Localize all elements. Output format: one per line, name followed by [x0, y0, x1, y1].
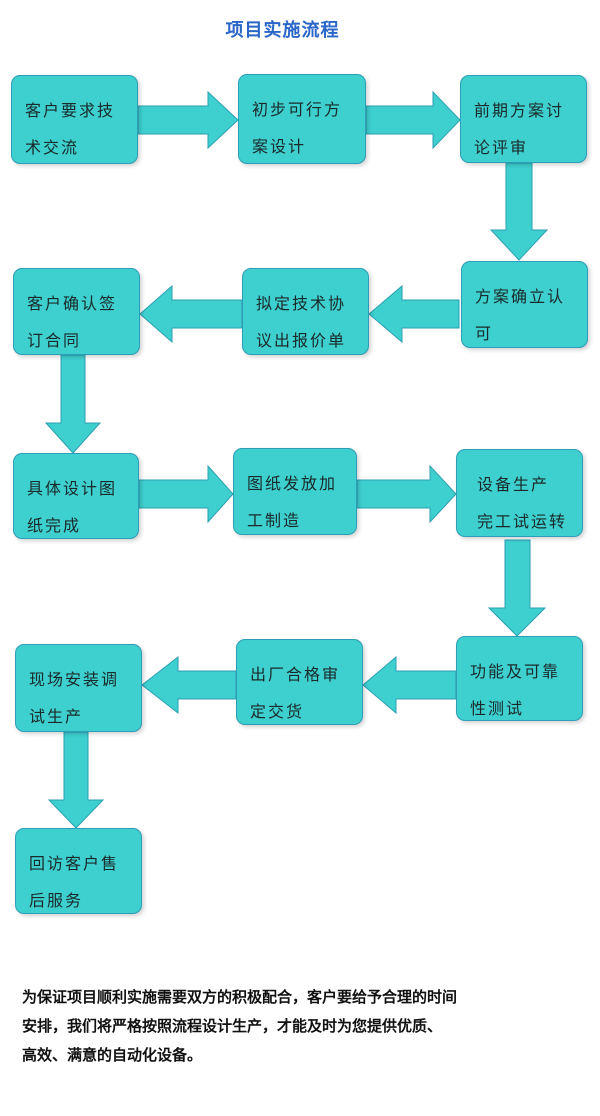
- step-label-line: 出厂合格审: [250, 665, 341, 684]
- arrow-down-6: [44, 354, 102, 454]
- arrow-left-4: [368, 284, 460, 344]
- step-solution-review: 前期方案讨 论评审: [460, 75, 587, 163]
- note-line: 安排，我们将严格按照流程设计生产，才能及时为您提供优质、: [22, 1017, 443, 1035]
- step-label-line: 前期方案讨: [474, 101, 565, 120]
- step-label-line: 现场安装调: [29, 670, 120, 689]
- step-label-line: 拟定技术协: [256, 294, 347, 313]
- step-label-line: 客户要求技: [25, 101, 116, 120]
- step-label-line: 设备生产: [477, 475, 550, 494]
- arrow-right-2: [365, 90, 461, 150]
- arrow-left-11: [141, 655, 237, 715]
- step-label-line: 案设计: [252, 137, 307, 156]
- note-line: 为保证项目顺利实施需要双方的积极配合，客户要给予合理的时间: [22, 988, 458, 1006]
- step-label-line: 图纸发放加: [247, 474, 338, 493]
- arrow-left-5: [139, 284, 243, 344]
- arrow-right-8: [356, 464, 457, 524]
- step-label-line: 功能及可靠: [470, 662, 561, 681]
- step-label-line: 纸完成: [27, 516, 82, 535]
- process-flowchart: 客户要求技 术交流 初步可行方 案设计 前期方案讨 论评审 方案确立认 可 拟定…: [11, 74, 588, 914]
- step-label-line: 初步可行方: [252, 100, 343, 119]
- step-preliminary-design: 初步可行方 案设计: [238, 74, 366, 164]
- step-label-line: 方案确立认: [475, 287, 566, 306]
- step-onsite-installation: 现场安装调 试生产: [15, 644, 142, 732]
- page-title: 项目实施流程: [225, 20, 340, 41]
- arrow-down-12: [47, 731, 105, 829]
- arrow-right-1: [137, 90, 239, 150]
- arrow-down-9: [487, 539, 547, 637]
- step-customer-requirement-exchange: 客户要求技 术交流: [11, 75, 138, 164]
- step-label-line: 完工试运转: [477, 512, 568, 531]
- step-label-line: 性测试: [470, 699, 525, 718]
- cooperation-note: 为保证项目顺利实施需要双方的积极配合，客户要给予合理的时间 安排，我们将严格按照…: [22, 983, 582, 1070]
- step-label-line: 具体设计图: [27, 479, 118, 498]
- step-technical-agreement-quote: 拟定技术协 议出报价单: [242, 268, 369, 355]
- note-line: 高效、满意的自动化设备。: [22, 1046, 203, 1064]
- step-label-line: 可: [475, 324, 494, 343]
- step-label-line: 客户确认签: [27, 294, 118, 313]
- step-label-line: 议出报价单: [256, 331, 347, 350]
- step-label-line: 论评审: [474, 138, 529, 157]
- step-label-line: 回访客户售: [29, 854, 120, 873]
- step-label-line: 试生产: [29, 707, 84, 726]
- step-label-line: 术交流: [25, 138, 80, 157]
- step-factory-acceptance-delivery: 出厂合格审 定交货: [236, 639, 363, 725]
- flow-arrows: [44, 90, 549, 829]
- step-solution-confirmation: 方案确立认 可: [461, 261, 588, 348]
- step-label-line: 订合同: [27, 331, 82, 350]
- step-label-line: 定交货: [250, 702, 305, 721]
- step-manufacturing: 图纸发放加 工制造: [233, 448, 357, 535]
- step-contract-signing: 客户确认签 订合同: [13, 268, 140, 355]
- step-after-sales-service: 回访客户售 后服务: [15, 828, 142, 914]
- step-trial-run: 设备生产 完工试运转: [456, 449, 583, 537]
- step-reliability-test: 功能及可靠 性测试: [456, 636, 583, 721]
- arrow-down-3: [489, 162, 549, 261]
- arrow-right-7: [138, 464, 234, 524]
- step-label-line: 工制造: [247, 511, 302, 530]
- step-label-line: 后服务: [29, 891, 84, 910]
- step-detailed-drawings: 具体设计图 纸完成: [13, 453, 139, 539]
- arrow-left-10: [362, 655, 457, 715]
